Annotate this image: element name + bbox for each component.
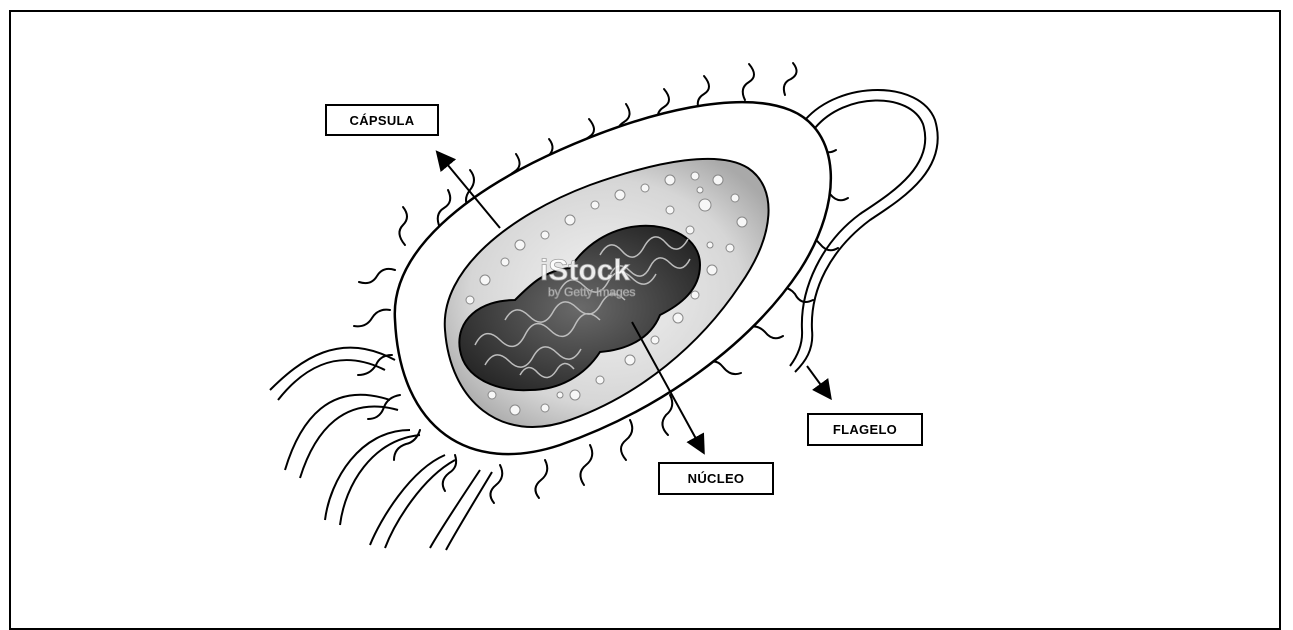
capsula-label: CÁPSULA <box>325 104 439 136</box>
flagelo-label: FLAGELO <box>807 413 923 446</box>
watermark: iStock by Getty Images <box>540 254 635 299</box>
watermark-brand: iStock <box>540 254 630 287</box>
nucleo-label: NÚCLEO <box>658 462 774 495</box>
watermark-credit: by Getty Images <box>548 285 635 299</box>
flagelo-arrow <box>807 366 826 392</box>
